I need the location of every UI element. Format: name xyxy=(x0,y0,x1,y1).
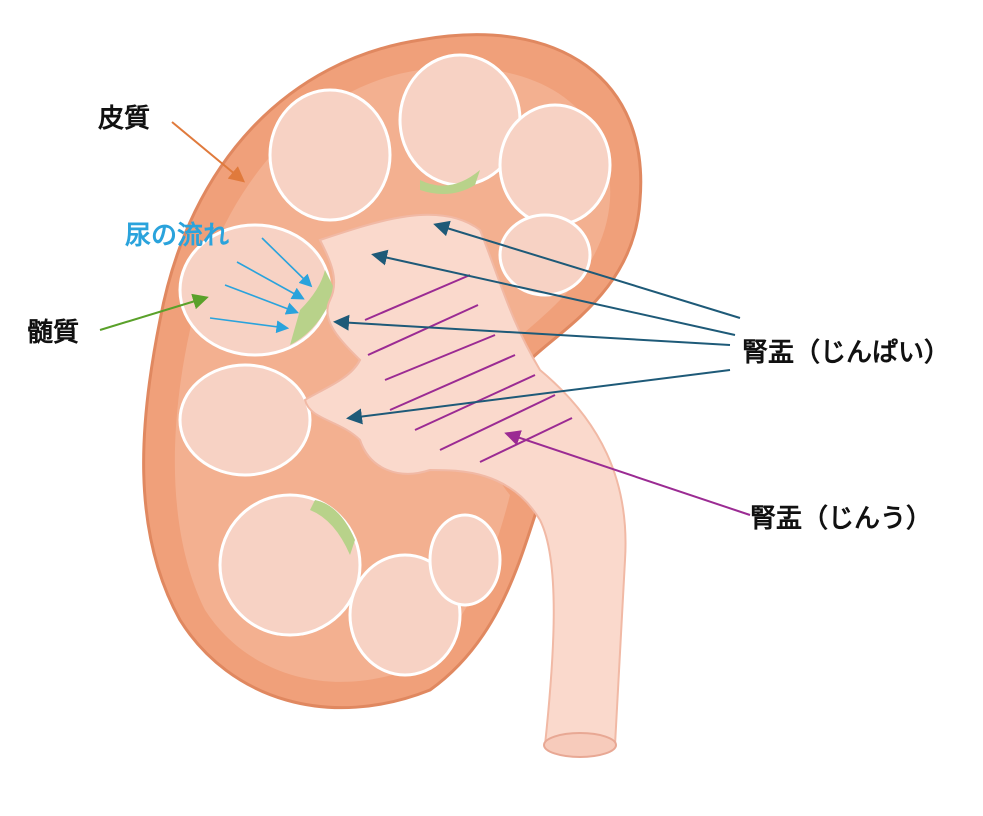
pelvis-hatch xyxy=(384,334,496,381)
cortex-arrow xyxy=(171,121,246,183)
pelvis-hatch xyxy=(439,394,556,451)
calyx-arrow xyxy=(371,249,736,336)
calyx-arrow xyxy=(346,369,731,425)
flow-arrow xyxy=(261,237,313,288)
calyx-arrow xyxy=(433,220,741,319)
flow-arrow xyxy=(224,284,299,315)
pyramid xyxy=(428,513,502,607)
flow-arrow xyxy=(236,261,305,300)
papilla xyxy=(420,170,480,194)
label-pelvis: 腎盂（じんう） xyxy=(750,504,933,534)
pyramid xyxy=(218,493,362,637)
pelvis-hatch xyxy=(364,274,471,321)
pyramid xyxy=(498,103,612,227)
calyx-arrow xyxy=(333,314,731,346)
label-calyx: 腎盂（じんぱい） xyxy=(742,338,951,368)
medulla-arrow xyxy=(99,293,209,331)
pyramid xyxy=(178,363,312,477)
label-medulla: 髄質 xyxy=(27,318,80,348)
ureter-end xyxy=(543,732,617,758)
pyramid xyxy=(268,88,392,222)
papilla xyxy=(310,500,355,555)
pyramid xyxy=(348,553,462,677)
papilla xyxy=(290,270,335,345)
label-cortex: 皮質 xyxy=(98,104,151,134)
flow-arrow xyxy=(209,317,290,334)
pelvis-arrow xyxy=(504,430,751,516)
label-urine-flow: 尿の流れ xyxy=(125,221,230,251)
pelvis-hatch xyxy=(367,304,479,356)
pelvis-hatch xyxy=(389,354,516,411)
pyramid xyxy=(498,213,592,297)
